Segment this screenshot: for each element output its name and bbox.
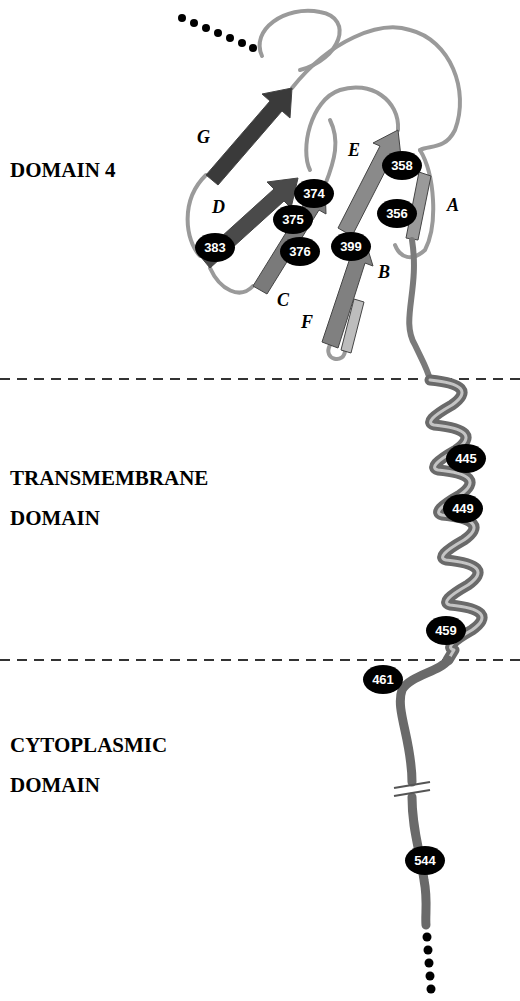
region-label: CYTOPLASMIC DOMAIN [10,725,220,805]
strand-letter: E [348,140,360,160]
strand-letter: C [277,290,289,310]
chain-dots [423,933,436,994]
beta-strand [200,88,431,353]
break-mark [394,782,430,796]
residue-marker: 461 [363,665,403,694]
residue-marker: 459 [426,616,466,645]
residue-number: 374 [303,186,325,201]
strand-letter: A [447,195,459,215]
residue-marker: 358 [382,151,422,180]
residue-marker: 376 [280,237,320,266]
residue-number: 356 [386,206,408,221]
region-label: DOMAIN 4 [10,150,230,190]
residue-number: 544 [414,853,436,868]
residue-marker: 374 [294,179,334,208]
chain-dots [178,14,257,52]
strand-letter: G [197,127,210,147]
residue-marker: 356 [377,199,417,228]
residue-marker: 383 [195,233,235,262]
residue-number: 449 [452,501,474,516]
residue-number: 459 [435,623,457,638]
region-label: TRANSMEMBRANE DOMAIN [10,458,220,538]
residue-number: 461 [372,672,394,687]
loop-coil [188,11,460,359]
residue-marker: 445 [446,444,486,473]
residue-marker: 375 [273,205,313,234]
residue-marker: 449 [443,494,483,523]
cytoplasmic-tail [400,660,448,782]
linker-coil [409,240,430,380]
residue-marker: 399 [331,232,371,261]
residue-number: 383 [204,240,226,255]
residue-number: 376 [289,244,311,259]
residue-marker: 544 [405,846,445,875]
residue-number: 445 [455,451,477,466]
residue-number: 399 [340,239,362,254]
strand-letter: F [301,312,313,332]
strand-letter: D [212,197,225,217]
residue-number: 375 [282,212,304,227]
residue-number: 358 [391,158,413,173]
strand-letter: B [378,262,390,282]
